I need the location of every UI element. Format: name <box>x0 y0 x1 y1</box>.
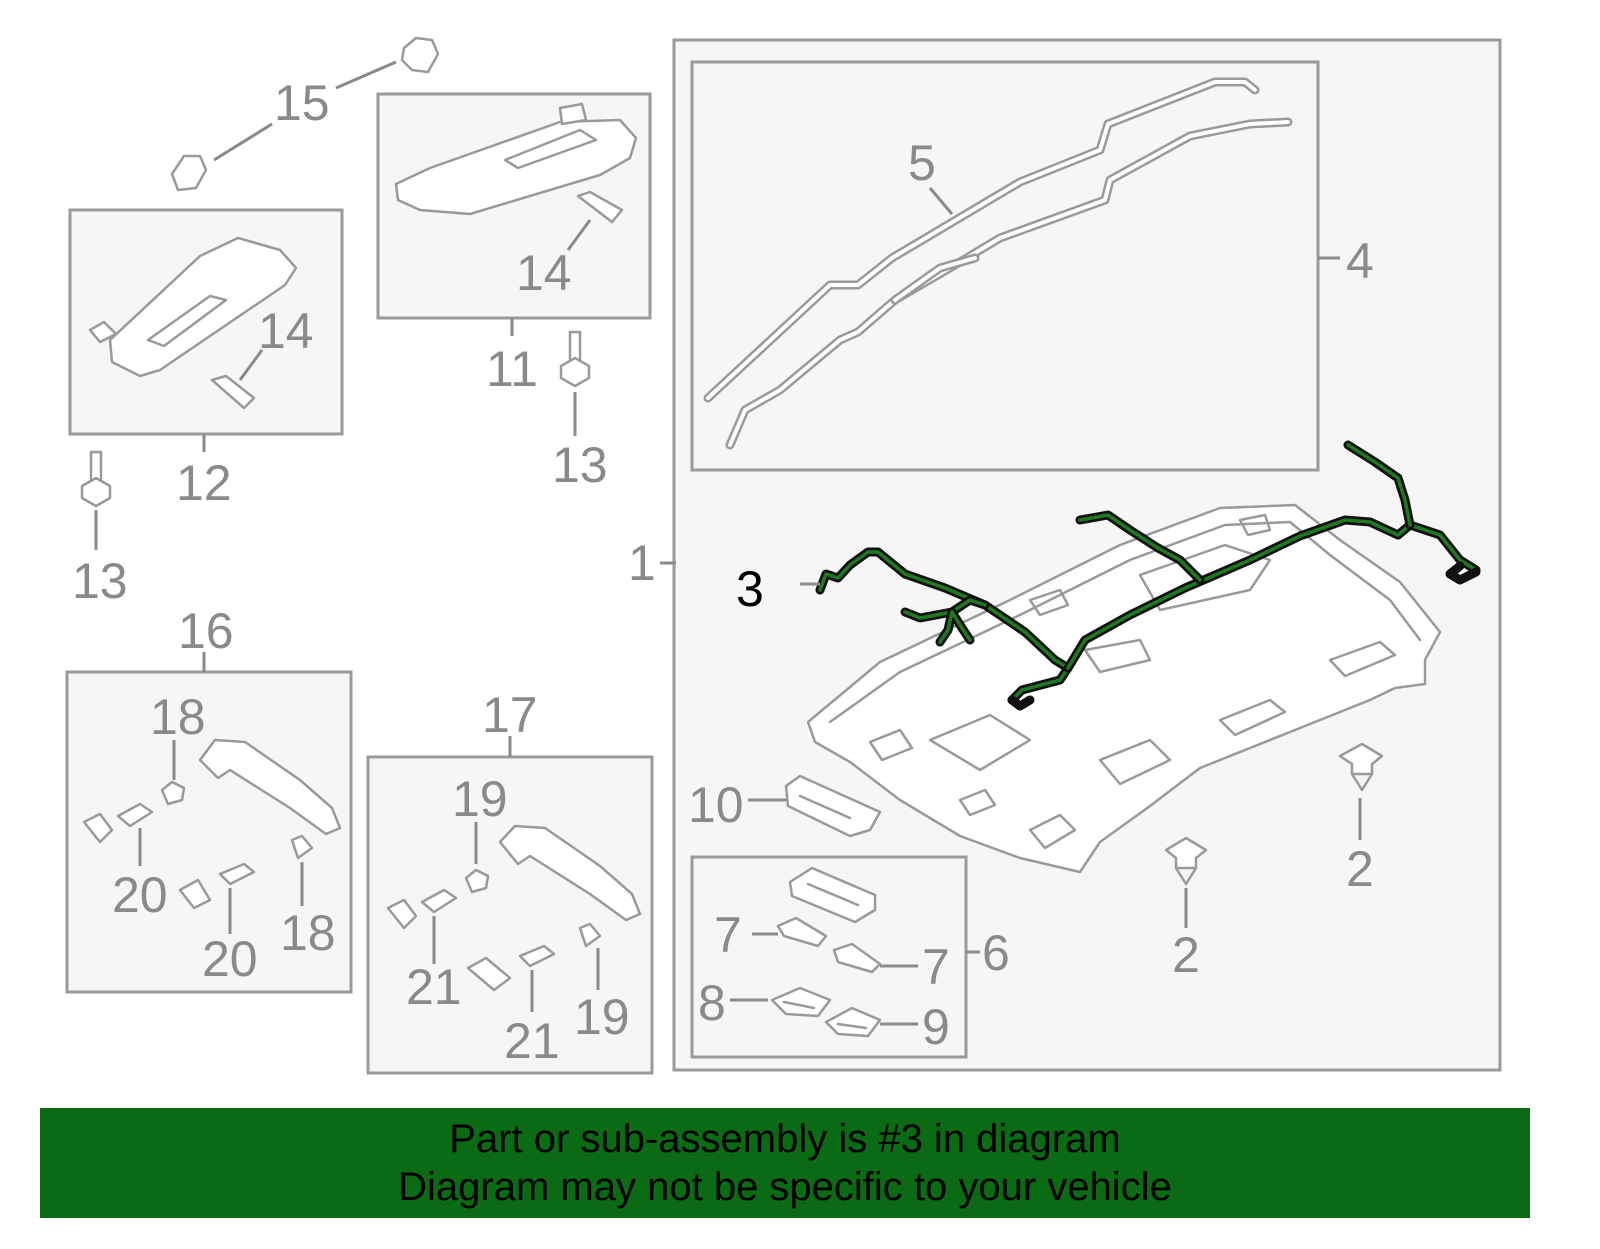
callout-15: 15 <box>274 75 330 131</box>
callout-5: 5 <box>908 135 936 191</box>
map-lamp-part <box>784 774 882 838</box>
headliner-panel-part <box>806 503 1442 874</box>
callout-14: 14 <box>516 245 572 301</box>
callout-21: 21 <box>406 959 462 1015</box>
callout-8: 8 <box>698 975 726 1031</box>
callout-4: 4 <box>1346 233 1374 289</box>
callout-11: 11 <box>486 341 538 397</box>
callout-6: 6 <box>982 925 1010 981</box>
roof-wiring-harness-part <box>815 440 1481 711</box>
lamp-bulb-part <box>824 1006 882 1038</box>
retainer-clip-part <box>1164 836 1208 886</box>
callout-14: 14 <box>258 303 314 359</box>
callout-7: 7 <box>714 907 742 963</box>
callout-19: 19 <box>574 989 630 1045</box>
lamp-bulb-part <box>770 986 832 1018</box>
callout-9: 9 <box>922 999 950 1055</box>
callout-18: 18 <box>150 689 206 745</box>
retainer-clip-part <box>1338 742 1384 792</box>
callout-17: 17 <box>482 687 538 743</box>
callout-3: 3 <box>736 561 764 617</box>
roof-side-rail-part <box>703 77 1293 450</box>
front-grab-handle-part <box>82 738 342 910</box>
lamp-lens-part <box>776 916 828 948</box>
callout-16: 16 <box>178 603 234 659</box>
callout-10: 10 <box>688 777 744 833</box>
front-grab-handle-box <box>65 670 353 994</box>
callout-2: 2 <box>1346 841 1374 897</box>
callout-7: 7 <box>922 939 950 995</box>
visor-clip-part <box>400 36 440 74</box>
roof-rail-box <box>690 60 1320 472</box>
callout-20: 20 <box>202 931 258 987</box>
callout-20: 20 <box>112 867 168 923</box>
rear-grab-handle-part <box>386 824 642 992</box>
callout-21: 21 <box>504 1013 560 1069</box>
callout-18: 18 <box>280 905 336 961</box>
leader-lines <box>94 60 1362 1026</box>
dome-lamp-part <box>788 866 877 924</box>
callout-19: 19 <box>452 771 508 827</box>
visor-clip-part <box>170 154 208 192</box>
right-sun-visor-part <box>394 102 638 224</box>
lamp-lens-part <box>832 942 882 974</box>
callout-13: 13 <box>72 553 128 609</box>
banner-line-part-number: Part or sub-assembly is #3 in diagram <box>449 1117 1121 1161</box>
callout-13: 13 <box>552 437 608 493</box>
left-sun-visor-part <box>88 236 298 410</box>
callout-1: 1 <box>628 535 656 591</box>
banner-line-disclaimer: Diagram may not be specific to your vehi… <box>398 1165 1172 1209</box>
callout-12: 12 <box>176 455 232 511</box>
bolt-part <box>80 450 112 508</box>
info-banner: Part or sub-assembly is #3 in diagram Di… <box>40 1108 1530 1218</box>
bolt-part <box>559 330 591 388</box>
callout-2: 2 <box>1172 927 1200 983</box>
